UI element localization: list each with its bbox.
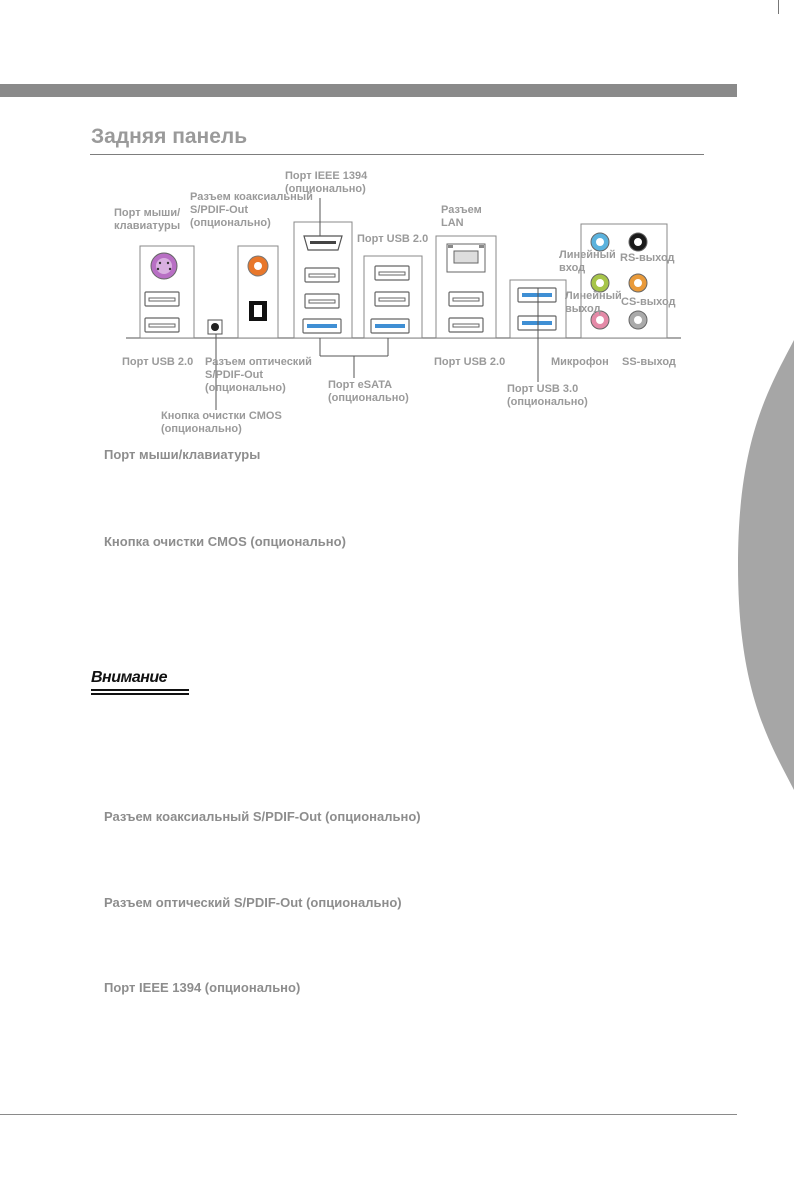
page-title: Задняя панель — [91, 125, 248, 148]
note-label: Внимание — [91, 669, 168, 686]
label-ps2: Порт мыши/ клавиатуры — [114, 207, 181, 232]
label-esata: Порт eSATA (опционально) — [328, 379, 409, 404]
label-coax: Разъем коаксиальный S/PDIF-Out (опционал… — [190, 191, 313, 229]
label-line-in: Линейный вход — [559, 249, 616, 274]
crop-mark — [778, 0, 779, 14]
usb2-port — [448, 317, 484, 333]
label-ss-out: SS-выход — [622, 356, 676, 368]
cmos-button — [211, 323, 219, 331]
label-lan: Разъем LAN — [441, 204, 482, 229]
label-ieee1394: Порт IEEE 1394 (опционально) — [285, 170, 368, 195]
section-heading: Разъем оптический S/PDIF-Out (опциональн… — [104, 895, 402, 910]
usb3-port — [517, 315, 557, 331]
usb2-port — [304, 293, 340, 309]
section-heading: Порт IEEE 1394 (опционально) — [104, 980, 301, 995]
label-usb20-right: Порт USB 2.0 — [434, 356, 506, 368]
side-tab — [738, 340, 794, 790]
note-underline — [91, 693, 189, 695]
usb3-port — [517, 287, 557, 303]
esata-port — [370, 318, 410, 334]
label-cmos: Кнопка очистки CMOS (опционально) — [161, 410, 282, 435]
label-mic: Микрофон — [551, 356, 609, 368]
usb2-port — [374, 291, 410, 307]
usb2-port — [448, 291, 484, 307]
note-underline — [91, 689, 189, 691]
label-line-out: Линейный выход — [565, 290, 622, 315]
usb2-port — [374, 265, 410, 281]
esata-port — [302, 318, 342, 334]
footer-divider — [0, 1114, 737, 1115]
label-cs-out: CS-выход — [621, 296, 676, 308]
usb2-port — [144, 291, 180, 307]
label-usb20-top: Порт USB 2.0 — [357, 233, 429, 245]
label-optical: Разъем оптический S/PDIF-Out (опциональн… — [205, 356, 312, 394]
usb2-port — [304, 267, 340, 283]
back-panel-diagram — [126, 198, 681, 410]
title-divider — [90, 154, 704, 155]
usb2-port — [144, 317, 180, 333]
header-bar — [0, 84, 737, 97]
section-heading: Кнопка очистки CMOS (опционально) — [104, 534, 346, 549]
section-heading: Разъем коаксиальный S/PDIF-Out (опционал… — [104, 809, 421, 824]
label-usb30: Порт USB 3.0 (опционально) — [507, 383, 588, 408]
section-heading: Порт мыши/клавиатуры — [104, 447, 261, 462]
label-usb20-left: Порт USB 2.0 — [122, 356, 194, 368]
label-rs-out: RS-выход — [620, 252, 675, 264]
